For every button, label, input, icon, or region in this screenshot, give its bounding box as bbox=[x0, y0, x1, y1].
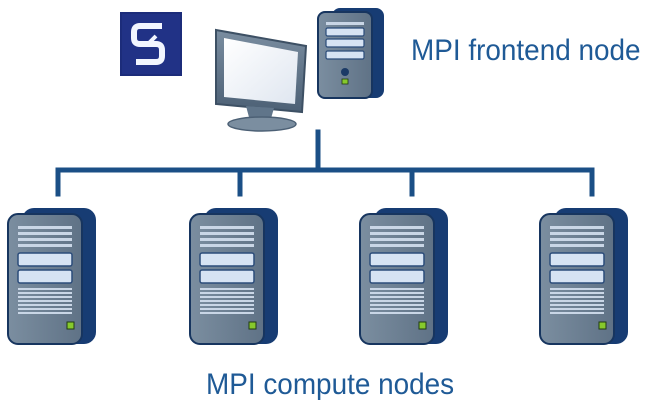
compute-server-1-icon bbox=[7, 207, 97, 345]
compute-nodes-label: MPI compute nodes bbox=[206, 368, 455, 401]
monitor-icon bbox=[215, 28, 308, 132]
frontend-server-icon bbox=[317, 8, 384, 99]
compute-server-2-icon bbox=[189, 207, 279, 345]
compute-server-4-icon bbox=[539, 207, 629, 345]
network-lines bbox=[55, 129, 595, 197]
frontend-node-label: MPI frontend node bbox=[411, 34, 641, 67]
logo-icon bbox=[120, 12, 182, 76]
compute-server-3-icon bbox=[359, 207, 449, 345]
